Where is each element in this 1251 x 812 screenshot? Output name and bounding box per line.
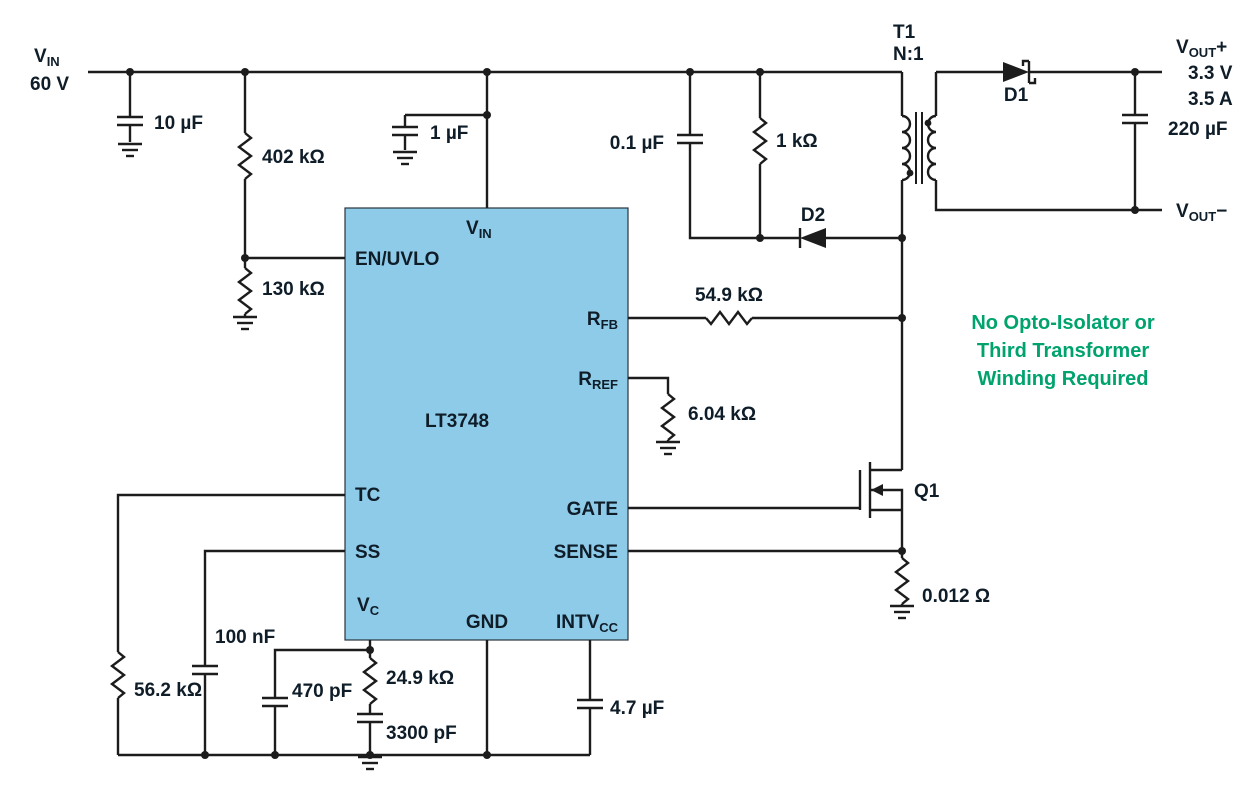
junction-dots bbox=[126, 68, 1139, 759]
r-uvlo-top-value: 402 kΩ bbox=[262, 147, 325, 168]
intvcc-capacitor-symbol bbox=[575, 698, 605, 710]
input-rail-wires bbox=[88, 70, 902, 317]
vc-capacitor-3300p-symbol bbox=[355, 712, 385, 724]
pin-label-rfb: RFB bbox=[587, 309, 618, 332]
snubber-feedback-wires bbox=[628, 72, 902, 442]
pin-label-en-uvlo: EN/UVLO bbox=[355, 249, 439, 270]
vc-capacitor-470p-symbol bbox=[260, 696, 290, 708]
rtc-value: 56.2 kΩ bbox=[134, 680, 202, 701]
vin-capacitor-symbol bbox=[390, 125, 420, 137]
note-line-3: Winding Required bbox=[978, 368, 1149, 390]
output-vout-plus-label: VOUT+ bbox=[1176, 37, 1227, 60]
d1-label: D1 bbox=[1004, 85, 1029, 106]
rref-resistor-symbol bbox=[660, 392, 676, 442]
pin-label-vc: VC bbox=[357, 595, 380, 618]
pin-label-rref: RREF bbox=[578, 369, 618, 392]
output-capacitor-symbol bbox=[1120, 113, 1150, 125]
ic-part-number: LT3748 bbox=[425, 411, 489, 432]
q1-label: Q1 bbox=[914, 481, 940, 502]
note-line-2: Third Transformer bbox=[977, 340, 1149, 362]
cout-value: 220 µF bbox=[1168, 119, 1228, 140]
ss-capacitor-symbol bbox=[190, 664, 220, 676]
pin-label-gate: GATE bbox=[567, 499, 618, 520]
cvc2-value: 3300 pF bbox=[386, 723, 457, 744]
ground-icon bbox=[391, 150, 419, 166]
input-voltage-label: 60 V bbox=[30, 74, 69, 95]
cintvcc-value: 4.7 µF bbox=[610, 698, 664, 719]
mosfet-icon bbox=[858, 462, 883, 518]
rsense-value: 0.012 Ω bbox=[922, 586, 990, 607]
r-uvlo-bot-value: 130 kΩ bbox=[262, 279, 325, 300]
ground-icon bbox=[888, 604, 916, 620]
cin-value: 10 µF bbox=[154, 113, 203, 134]
resistor-130k-symbol bbox=[237, 266, 253, 316]
cvin-value: 1 µF bbox=[430, 123, 468, 144]
transformer-icon bbox=[901, 112, 937, 184]
labels: VIN 60 V 10 µF 402 kΩ 130 kΩ 1 µF 0.1 µF… bbox=[30, 22, 1233, 744]
rvc-value: 24.9 kΩ bbox=[386, 668, 454, 689]
resistor-402k-symbol bbox=[237, 131, 253, 181]
input-capacitor-symbol bbox=[115, 115, 145, 127]
csnub-value: 0.1 µF bbox=[610, 133, 664, 154]
input-vin-label: VIN bbox=[34, 46, 60, 69]
d2-label: D2 bbox=[801, 205, 825, 226]
pin-label-tc: TC bbox=[355, 485, 381, 506]
transformer-output-wires bbox=[900, 70, 1162, 212]
rfb-value: 54.9 kΩ bbox=[695, 285, 763, 306]
output-vout-minus-label: VOUT− bbox=[1176, 201, 1227, 224]
ic-body bbox=[344, 207, 629, 641]
component-symbols bbox=[110, 59, 1150, 771]
pin-label-vin: VIN bbox=[466, 218, 492, 241]
sense-resistor-symbol bbox=[894, 556, 910, 606]
ground-icon bbox=[116, 142, 144, 158]
rsnub-value: 1 kΩ bbox=[776, 131, 818, 152]
css-value: 100 nF bbox=[215, 627, 275, 648]
pin-label-intvcc: INTVCC bbox=[556, 612, 619, 635]
t1-label: T1 bbox=[893, 22, 916, 43]
output-voltage-label: 3.3 V bbox=[1188, 63, 1233, 84]
diode-d1-icon bbox=[1003, 59, 1037, 85]
rref-value: 6.04 kΩ bbox=[688, 404, 756, 425]
rfb-resistor-symbol bbox=[704, 310, 754, 326]
snubber-capacitor-symbol bbox=[675, 133, 705, 145]
t1-ratio-label: N:1 bbox=[893, 44, 924, 65]
vc-resistor-symbol bbox=[362, 656, 378, 706]
output-current-label: 3.5 A bbox=[1188, 89, 1233, 110]
pin-label-sense: SENSE bbox=[554, 542, 618, 563]
annotation-note: No Opto-Isolator or Third Transformer Wi… bbox=[971, 312, 1155, 390]
ground-icon bbox=[231, 315, 259, 331]
note-line-1: No Opto-Isolator or bbox=[971, 312, 1155, 334]
pin-label-gnd: GND bbox=[466, 612, 508, 633]
pin-label-ss: SS bbox=[355, 542, 380, 563]
cvc1-value: 470 pF bbox=[292, 681, 352, 702]
tc-resistor-symbol bbox=[110, 650, 126, 700]
snubber-resistor-symbol bbox=[752, 116, 768, 166]
ground-icon bbox=[654, 440, 682, 456]
diode-d2-icon bbox=[798, 228, 826, 248]
